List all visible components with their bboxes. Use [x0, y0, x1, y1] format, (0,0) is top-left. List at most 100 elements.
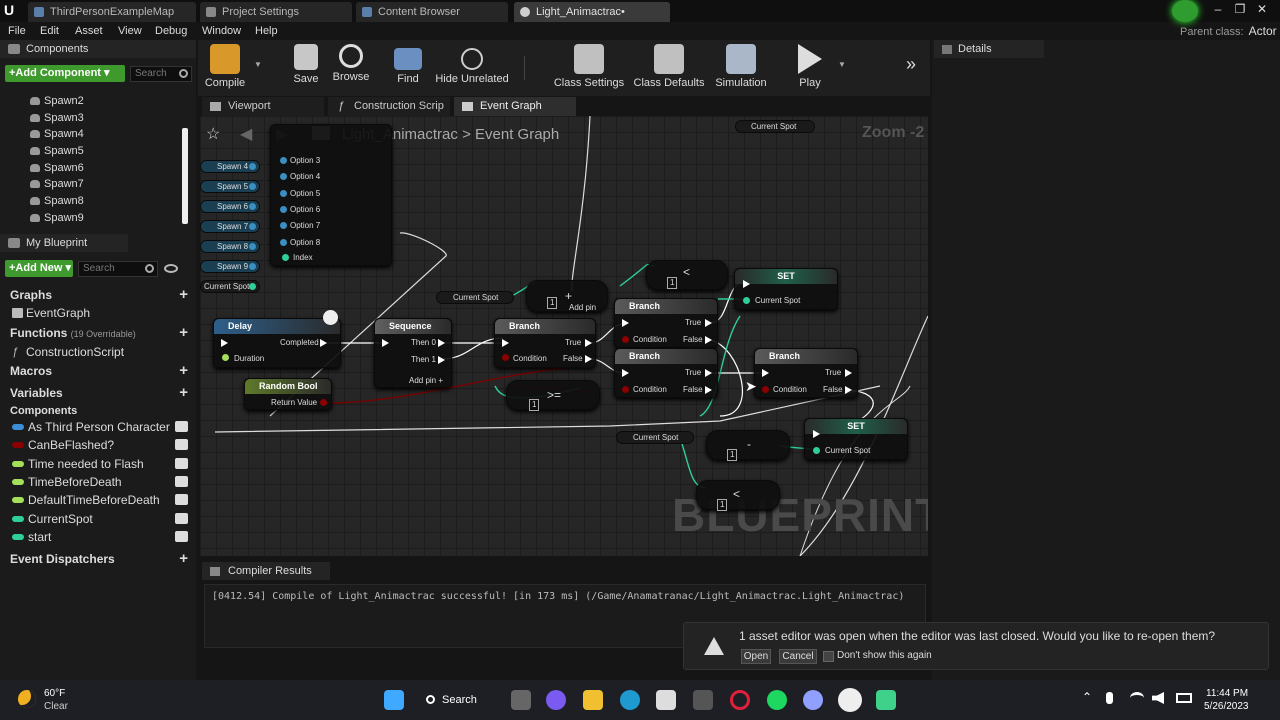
opera-icon[interactable]	[730, 690, 750, 710]
tab-thirdpersonexamplemap[interactable]: ThirdPersonExampleMap	[28, 2, 196, 22]
game-app-icon[interactable]	[876, 690, 896, 710]
index-pin[interactable]: Index	[282, 253, 313, 263]
windows-start-icon[interactable]	[384, 690, 404, 710]
sequence-node[interactable]: Sequence Then 0 Then 1 Add pin +	[374, 318, 452, 388]
tab-content-browser[interactable]: Content Browser	[356, 2, 508, 22]
float-pin-icon[interactable]	[222, 354, 229, 361]
play-button[interactable]: Play	[786, 42, 834, 94]
section-event-dispatchers[interactable]: Event Dispatchers+	[10, 550, 188, 567]
play-options-dropdown[interactable]: ▼	[838, 60, 846, 69]
tree-item-spawn8[interactable]: Spawn8	[28, 193, 84, 209]
blueprint-search-input[interactable]: Search	[78, 261, 158, 277]
hide-unrelated-button[interactable]: Hide Unrelated	[434, 42, 510, 94]
components-scrollbar[interactable]	[182, 128, 188, 224]
bool-pin-icon[interactable]	[622, 336, 629, 343]
clock-time[interactable]: 11:44 PM	[1206, 688, 1249, 699]
add-dispatcher-icon[interactable]: +	[179, 550, 188, 567]
file-explorer-icon[interactable]	[583, 690, 603, 710]
visibility-eye-icon[interactable]	[175, 421, 188, 432]
true-pin[interactable]: True	[825, 368, 842, 377]
parent-class-value[interactable]: Actor	[1248, 24, 1277, 38]
current-spot-getter[interactable]: Current Spot	[200, 280, 260, 293]
branch-node-2[interactable]: Branch True Condition False	[614, 298, 718, 348]
less-than-node-1[interactable]: <1	[646, 260, 728, 290]
spotify-icon[interactable]	[767, 690, 787, 710]
edge-browser-icon[interactable]	[620, 690, 640, 710]
visibility-eye-icon[interactable]	[175, 475, 188, 487]
compile-options-dropdown[interactable]: ▼	[254, 60, 262, 69]
class-defaults-button[interactable]: Class Defaults	[632, 42, 706, 94]
exec-out-pin[interactable]	[705, 336, 712, 344]
option-pin[interactable]: Option 6	[280, 205, 320, 215]
variable-item[interactable]: TimeBeforeDeath	[8, 473, 192, 491]
tree-item-spawn6[interactable]: Spawn6	[28, 160, 84, 176]
bool-pin-icon[interactable]	[622, 386, 629, 393]
variable-item[interactable]: CanBeFlashed?	[8, 436, 192, 454]
dont-show-checkbox[interactable]	[823, 651, 834, 662]
tab-event-graph[interactable]: Event Graph	[454, 97, 576, 116]
bool-pin-icon[interactable]	[502, 354, 509, 361]
maximize-button[interactable]: ❐	[1234, 2, 1246, 16]
visibility-eye-icon[interactable]	[175, 439, 188, 451]
false-pin[interactable]: False	[823, 385, 843, 394]
section-macros[interactable]: Macros+	[10, 362, 188, 379]
menu-asset[interactable]: Asset	[75, 25, 103, 37]
then1-pin[interactable]: Then 1	[411, 355, 436, 364]
option-pin[interactable]: Option 3	[280, 156, 320, 166]
open-button[interactable]: Open	[741, 649, 771, 664]
branch-node-3[interactable]: Branch True Condition False	[614, 348, 718, 398]
variable-item[interactable]: DefaultTimeBeforeDeath	[8, 491, 192, 509]
unreal-logo-icon[interactable]: U	[4, 2, 15, 18]
add-function-icon[interactable]: +	[179, 324, 188, 341]
exec-in-pin[interactable]	[762, 369, 769, 377]
visibility-eye-icon[interactable]	[175, 530, 188, 542]
tab-viewport[interactable]: Viewport	[202, 97, 324, 116]
spawn-getter[interactable]: Spawn 7	[200, 220, 260, 233]
minimize-button[interactable]: –	[1214, 2, 1222, 16]
current-spot-getter[interactable]: Current Spot	[436, 291, 514, 304]
graph-item-eventgraph[interactable]: EventGraph	[8, 304, 192, 322]
current-spot-getter[interactable]: Current Spot	[616, 431, 694, 444]
visibility-eye-icon[interactable]	[175, 512, 188, 524]
save-button[interactable]: Save	[286, 42, 326, 94]
exec-out-pin[interactable]	[438, 356, 445, 364]
int-literal[interactable]: 1	[727, 449, 738, 461]
discord-icon[interactable]	[803, 690, 823, 710]
branch-node-4[interactable]: Branch True Condition False	[754, 348, 858, 398]
tab-light-animactrac[interactable]: Light_Animactrac•	[514, 2, 670, 22]
true-pin[interactable]: True	[685, 368, 702, 377]
variable-item[interactable]: CurrentSpot	[8, 510, 192, 528]
exec-out-pin[interactable]	[845, 369, 852, 377]
section-functions[interactable]: Functions (19 Overridable)+	[10, 324, 188, 341]
option-pin[interactable]: Option 5	[280, 189, 320, 199]
option-pin[interactable]: Option 7	[280, 221, 320, 231]
simulation-button[interactable]: Simulation	[712, 42, 770, 94]
int-literal[interactable]: 1	[717, 499, 728, 511]
spawn-getter[interactable]: Spawn 9	[200, 260, 260, 273]
bool-pin-icon[interactable]	[762, 386, 769, 393]
less-than-node-2[interactable]: <1	[696, 480, 780, 511]
event-graph-canvas[interactable]: ☆ ◀ ▶ Light_Animactrac > Event Graph Zoo…	[200, 116, 928, 556]
chat-icon[interactable]	[546, 690, 566, 710]
compile-button[interactable]: Compile	[202, 42, 248, 94]
tree-item-spawn3[interactable]: Spawn3	[28, 110, 84, 126]
section-graphs[interactable]: Graphs+	[10, 286, 188, 303]
exec-out-pin[interactable]	[585, 355, 592, 363]
exec-out-pin[interactable]	[585, 339, 592, 347]
completed-pin[interactable]: Completed	[280, 338, 319, 347]
tray-chevron-icon[interactable]: ⌃	[1082, 690, 1093, 704]
task-view-icon[interactable]	[511, 690, 531, 710]
option-pin[interactable]: Option 4	[280, 172, 320, 182]
store-icon[interactable]	[656, 690, 676, 710]
subtract-node[interactable]: -1	[706, 430, 790, 461]
int-literal[interactable]: 1	[547, 297, 558, 309]
section-variables[interactable]: Variables+	[10, 384, 188, 401]
wifi-icon[interactable]	[1130, 692, 1144, 704]
greater-equal-node[interactable]: >=1	[506, 380, 600, 411]
tree-item-spawn9[interactable]: Spawn9	[28, 210, 84, 224]
int-pin-icon[interactable]	[743, 297, 750, 304]
add-new-button[interactable]: +Add New ▾	[5, 260, 73, 277]
menu-edit[interactable]: Edit	[40, 25, 59, 37]
